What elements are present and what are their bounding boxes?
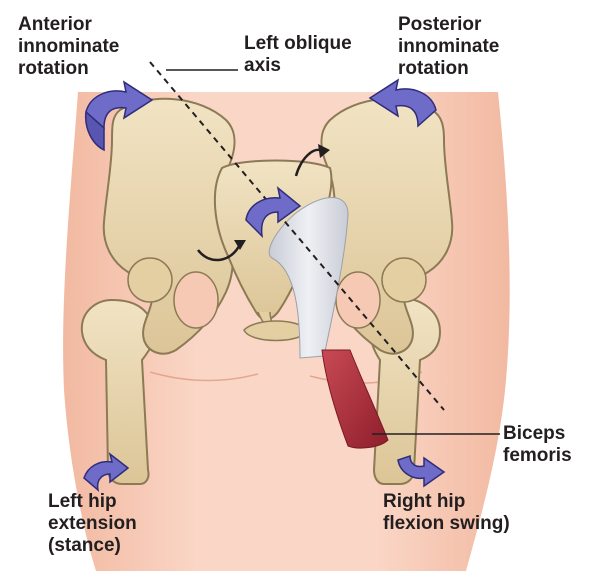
label-line: femoris <box>503 445 572 466</box>
label-line: Left hip <box>48 491 117 512</box>
anterior-rotation-curved-arrow-icon <box>84 80 154 152</box>
label-line: axis <box>244 55 281 76</box>
left-oblique-axis-line <box>149 61 445 411</box>
label-line: rotation <box>18 58 89 79</box>
anterior-innominate-rotation-label: Anterior innominate rotation <box>18 14 119 80</box>
arrowhead <box>234 240 246 250</box>
label-line: Anterior <box>18 14 92 35</box>
left-oblique-axis-label: Left oblique axis <box>244 33 352 77</box>
posterior-rotation-curved-arrow-icon <box>368 78 437 128</box>
biceps-femoris-label: Biceps femoris <box>503 423 572 467</box>
label-line: Left oblique <box>244 33 352 54</box>
buttock-crease <box>149 371 259 382</box>
right-hip-flexion-curved-arrow-icon <box>397 454 446 488</box>
left-hip-extension-curved-arrow-icon <box>83 452 130 492</box>
label-line: innominate <box>18 36 120 57</box>
biceps-femoris-muscle <box>321 349 389 449</box>
label-line: flexion swing) <box>383 513 510 534</box>
label-line: (stance) <box>48 535 121 556</box>
left-hip-extension-label: Left hip extension (stance) <box>48 491 137 557</box>
right-hip-flexion-label: Right hip flexion swing) <box>383 491 510 535</box>
label-line: innominate <box>398 36 500 57</box>
left-obturator-foramen <box>173 271 219 329</box>
sacral-rotation-curved-arrow-icon <box>245 186 302 239</box>
right-acetabulum <box>381 257 427 303</box>
label-line: Posterior <box>398 14 482 35</box>
right-obturator-foramen <box>335 271 381 329</box>
label-line: Right hip <box>383 491 466 512</box>
arrowhead <box>318 144 330 158</box>
sacral-black-curved-arrow-icon <box>197 243 242 262</box>
posterior-innominate-rotation-label: Posterior innominate rotation <box>398 14 499 80</box>
label-line: rotation <box>398 58 469 79</box>
left-acetabulum <box>127 257 173 303</box>
label-line: extension <box>48 513 137 534</box>
label-line: Biceps <box>503 423 566 444</box>
